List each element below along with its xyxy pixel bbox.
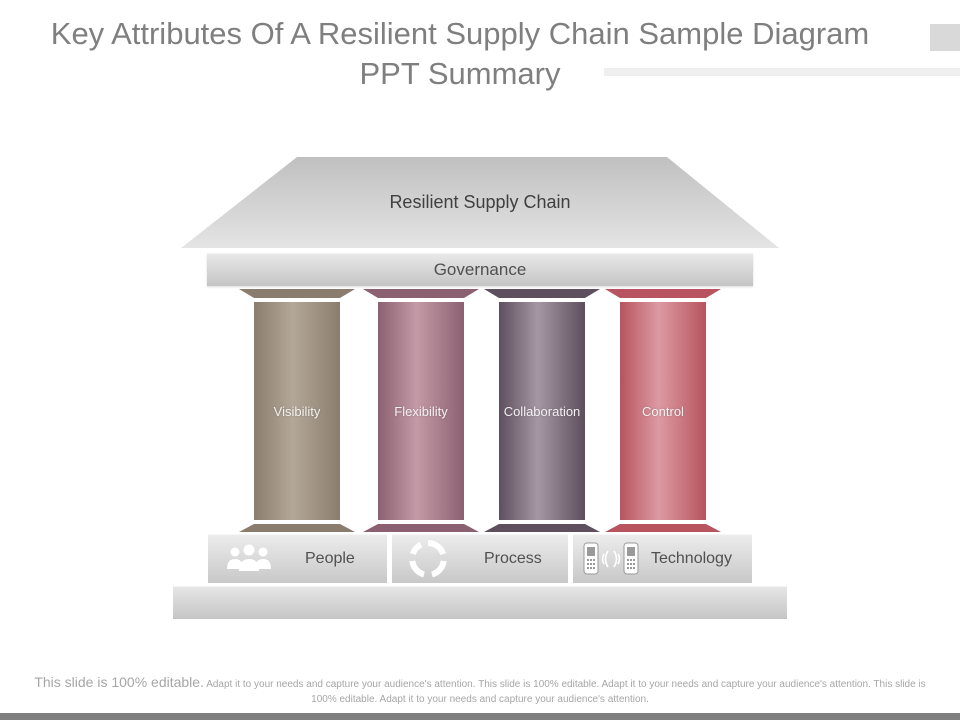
footer-text: Adapt it to your needs and capture your … (206, 679, 926, 705)
pillar-label-collaboration: Collaboration (503, 404, 581, 419)
pillar-shaft-collaboration (499, 302, 585, 520)
base-label-people: People (305, 550, 355, 567)
footer-lead: This slide is 100% editable. (34, 674, 204, 690)
footer-note: This slide is 100% editable. Adapt it to… (28, 675, 932, 707)
pillar-label-flexibility: Flexibility (394, 404, 448, 419)
bottom-bar (0, 713, 960, 720)
pillar-capital-flexibility (363, 289, 479, 298)
roof-shape (181, 157, 779, 248)
base-label-process: Process (484, 550, 542, 567)
foundation-plinth (173, 586, 787, 619)
pillar-capital-visibility (239, 289, 355, 298)
pillar-label-control: Control (642, 404, 684, 419)
pillar-base-visibility (239, 524, 355, 532)
slide-title: Key Attributes Of A Resilient Supply Cha… (50, 16, 870, 91)
people-icon (227, 544, 271, 571)
roof-label: Resilient Supply Chain (389, 192, 571, 212)
phones-icon (583, 542, 639, 575)
pillar-capital-control (605, 289, 721, 298)
pillar-shaft-visibility (254, 302, 340, 520)
base-block-people (208, 534, 387, 583)
pillar-label-visibility: Visibility (273, 404, 321, 419)
pillar-shaft-control (620, 302, 706, 520)
pillar-base-control (605, 524, 721, 532)
pillar-shaft-flexibility (378, 302, 464, 520)
base-label-technology: Technology (651, 550, 732, 567)
pillar-base-flexibility (363, 524, 479, 532)
governance-beam: Governance (207, 253, 753, 286)
corner-decoration (930, 24, 960, 51)
cycle-icon (409, 540, 447, 578)
pillar-base-collaboration (484, 524, 600, 532)
pillar-capital-collaboration (484, 289, 600, 298)
title-underline-decoration (604, 68, 960, 76)
